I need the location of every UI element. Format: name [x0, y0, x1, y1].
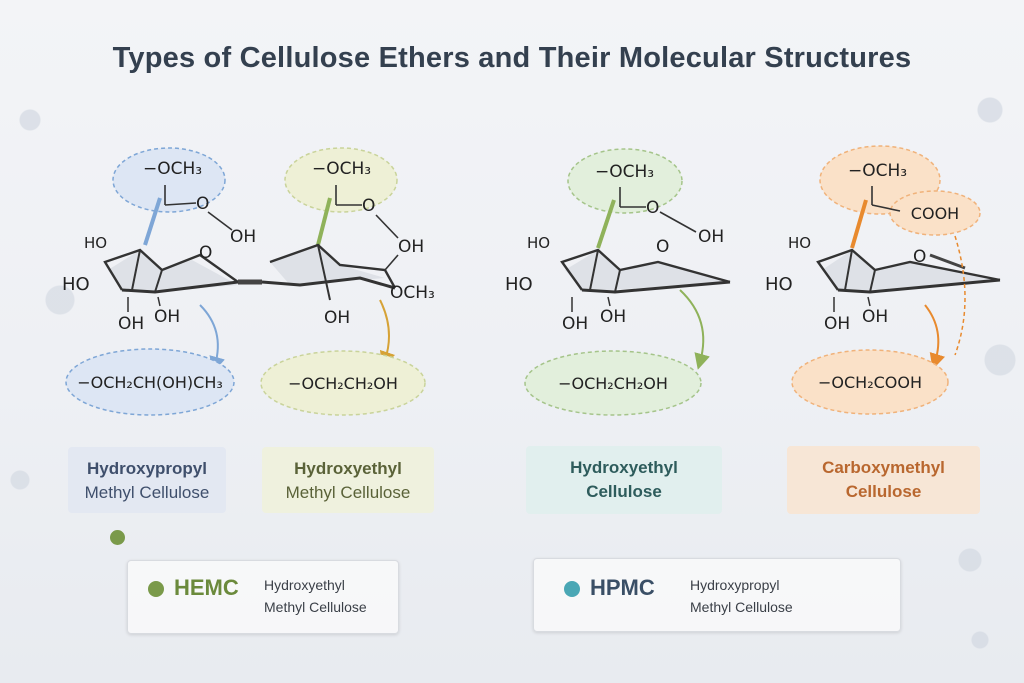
atom-label: O — [646, 198, 659, 218]
label-hpmc: Hydroxypropyl Methyl Cellulose — [68, 447, 226, 513]
label-line1: Carboxymethyl — [822, 458, 945, 477]
top-group-bubble — [284, 147, 398, 213]
atom-label: OH — [562, 314, 588, 334]
atom-label: O — [656, 237, 669, 257]
atom-label: OCH₃ — [390, 283, 435, 303]
legend-desc: Hydroxypropyl Methyl Cellulose — [690, 574, 793, 618]
side-group-label: COOH — [911, 204, 959, 223]
atom-label: O — [199, 243, 212, 263]
legend-desc: Hydroxyethyl Methyl Cellulose — [264, 574, 367, 618]
atom-label: OH — [698, 227, 724, 247]
atom-label: OH — [398, 237, 424, 257]
atom-label: O — [196, 194, 209, 214]
top-group-label: −OCH₃ — [848, 161, 907, 181]
structure-hemc: −OCH₃ O OH OCH₃ OH −OCH₂CH₂OH — [260, 147, 435, 416]
legend-card-hpmc: HPMC Hydroxypropyl Methyl Cellulose — [533, 558, 901, 632]
atom-label: HO — [765, 274, 793, 295]
label-hemc: Hydroxyethyl Methyl Cellulose — [262, 447, 434, 513]
side-group-bubble — [889, 190, 981, 236]
bottom-group-bubble — [260, 350, 426, 416]
atom-label: OH — [824, 314, 850, 334]
legend-abbr: HPMC — [590, 575, 655, 600]
atom-label: OH — [118, 314, 144, 334]
legend-abbr: HEMC — [174, 575, 239, 600]
atom-label: HO — [62, 274, 90, 295]
top-group-bubble — [567, 148, 683, 214]
structure-cmc: −OCH₃ COOH O HO HO OH OH −OCH₂COOH — [765, 145, 1001, 415]
label-line2: Methyl Cellulose — [84, 483, 210, 502]
atom-label: HO — [505, 274, 533, 295]
structure-hpmc: −OCH₃ O OH O HO HO OH OH −OCH₂CH(OH)CH₃ — [62, 147, 262, 416]
atom-label: OH — [324, 308, 350, 328]
label-line2: Cellulose — [845, 482, 922, 501]
label-line2: Cellulose — [586, 482, 662, 501]
bottom-group-label: −OCH₂CH₂OH — [288, 374, 398, 393]
legend-line2: Methyl Cellulose — [690, 599, 793, 615]
atom-label: HO — [788, 234, 811, 252]
atom-label: OH — [154, 307, 180, 327]
atom-label: O — [362, 196, 375, 216]
atom-label: O — [913, 247, 926, 267]
bottom-group-bubble — [524, 350, 702, 416]
atom-label: OH — [862, 307, 888, 327]
label-line1: Hydroxyethyl — [294, 459, 402, 478]
label-line2: Methyl Cellulose — [285, 483, 411, 502]
bottom-group-label: −OCH₂CH(OH)CH₃ — [77, 373, 223, 392]
top-group-bubble — [112, 147, 226, 213]
label-line1: Hydroxyethyl — [570, 458, 678, 477]
top-group-label: −OCH₃ — [143, 159, 202, 179]
atom-label: OH — [230, 227, 256, 247]
legend-dot — [148, 581, 164, 597]
atom-label: HO — [527, 234, 550, 252]
page-title: Types of Cellulose Ethers and Their Mole… — [112, 42, 912, 74]
bottom-group-label: −OCH₂CH₂OH — [558, 374, 668, 393]
legend-line1: Hydroxypropyl — [690, 577, 780, 593]
atom-label: OH — [600, 307, 626, 327]
label-cmc: Carboxymethyl Cellulose — [787, 446, 980, 514]
bottom-group-bubble — [791, 349, 949, 415]
legend-line2: Methyl Cellulose — [264, 599, 367, 615]
top-group-label: −OCH₃ — [595, 162, 654, 182]
atom-label: HO — [84, 234, 107, 252]
bottom-group-bubble — [65, 348, 235, 416]
top-group-label: −OCH₃ — [312, 159, 371, 179]
legend-line1: Hydroxyethyl — [264, 577, 345, 593]
bullet-dot — [110, 530, 125, 545]
legend-card-hemc: HEMC Hydroxyethyl Methyl Cellulose — [127, 560, 399, 634]
legend-dot — [564, 581, 580, 597]
structure-hec: −OCH₃ O OH O HO HO OH OH −OCH₂CH₂OH — [505, 148, 731, 416]
bottom-group-label: −OCH₂COOH — [818, 373, 922, 392]
label-line1: Hydroxypropyl — [87, 459, 207, 478]
label-hec: Hydroxyethyl Cellulose — [526, 446, 722, 514]
